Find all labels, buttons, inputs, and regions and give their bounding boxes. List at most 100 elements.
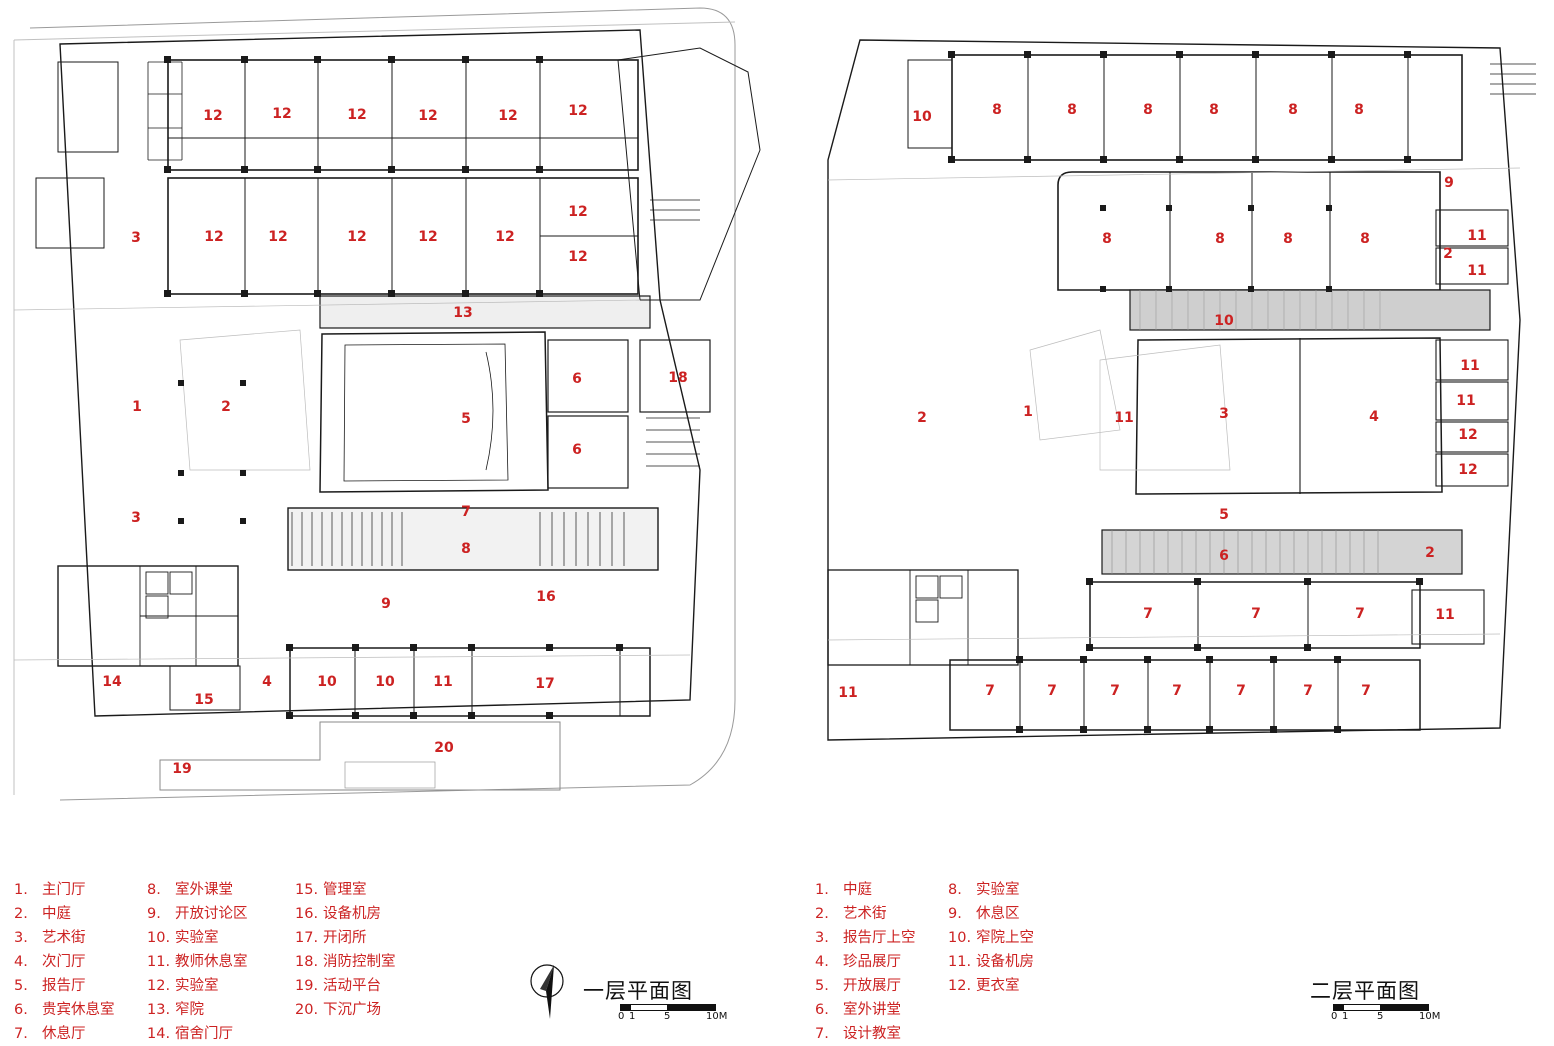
room-number: 8 [1360, 231, 1370, 247]
legend-item-number: 9. [147, 906, 161, 922]
legend-item-label: 设计教室 [843, 1026, 901, 1042]
room-number: 11 [1467, 228, 1487, 244]
legend-item: 12.更衣室 [948, 974, 1034, 998]
room-number: 8 [992, 102, 1002, 118]
legend-item: 16.设备机房 [295, 902, 396, 926]
legend-item: 2.中庭 [14, 902, 115, 926]
scale-tick-5: 5 [664, 1011, 671, 1022]
legend-item-number: 2. [815, 906, 829, 922]
legend-item-number: 6. [815, 1002, 829, 1018]
room-number: 2 [917, 410, 927, 426]
room-number: 7 [1355, 606, 1365, 622]
legend-item-number: 12. [147, 978, 171, 994]
scale-tick-10: 10M [706, 1011, 728, 1022]
legend-item-number: 1. [14, 882, 28, 898]
legend-item-label: 设备机房 [323, 906, 381, 922]
second-floor-linework [827, 39, 1536, 741]
legend-item-label: 休息区 [976, 906, 1020, 922]
legend-item-label: 艺术街 [843, 906, 887, 922]
scale-tick-1: 1 [1342, 1011, 1349, 1022]
room-number: 12 [568, 204, 588, 220]
scale-tick-10: 10M [1419, 1011, 1441, 1022]
legend-item-number: 18. [295, 954, 319, 970]
legend-item-label: 报告厅 [42, 978, 86, 994]
room-number: 1 [1023, 404, 1033, 420]
legend-item-label: 报告厅上空 [843, 930, 916, 946]
scale-tick-0: 0 [618, 1011, 625, 1022]
room-number: 16 [536, 589, 556, 605]
legend-item: 6.贵宾休息室 [14, 998, 115, 1022]
room-number: 10 [1214, 313, 1234, 329]
room-number: 11 [1467, 263, 1487, 279]
legend-item-number: 14. [147, 1026, 171, 1042]
legend-item-number: 15. [295, 882, 319, 898]
legend-item: 11.设备机房 [948, 950, 1034, 974]
room-number: 12 [568, 103, 588, 119]
legend-item-number: 4. [14, 954, 28, 970]
room-number: 8 [1143, 102, 1153, 118]
legend-item: 9. 开放讨论区 [147, 902, 248, 926]
room-number: 11 [838, 685, 858, 701]
room-number: 12 [204, 229, 224, 245]
room-number: 11 [1114, 410, 1134, 426]
legend-item-label: 开闭所 [323, 930, 367, 946]
legend-item-number: 6. [14, 1002, 28, 1018]
legend-item: 18.消防控制室 [295, 950, 396, 974]
legend-item-label: 次门厅 [42, 954, 86, 970]
legend-item-label: 消防控制室 [323, 954, 396, 970]
room-number: 6 [1219, 548, 1229, 564]
legend-item: 6.室外讲堂 [815, 998, 916, 1022]
legend-item-label: 实验室 [976, 882, 1020, 898]
room-number: 14 [102, 674, 122, 690]
scale-tick-0: 0 [1331, 1011, 1338, 1022]
room-number: 7 [1110, 683, 1120, 699]
legend-item: 8. 实验室 [948, 878, 1034, 902]
room-number: 8 [1283, 231, 1293, 247]
legend-item-number: 12. [948, 978, 972, 994]
room-number: 8 [1067, 102, 1077, 118]
legend-item: 8.室外课堂 [147, 878, 248, 902]
room-number: 12 [1458, 427, 1478, 443]
legend-item-number: 8. [948, 882, 962, 898]
room-number: 12 [418, 229, 438, 245]
legend-item-number: 10. [948, 930, 972, 946]
legend-item-label: 窄院 [175, 1002, 204, 1018]
room-number: 20 [434, 740, 454, 756]
legend-item: 10.实验室 [147, 926, 248, 950]
room-number: 12 [495, 229, 515, 245]
room-number: 1 [132, 399, 142, 415]
legend-item-label: 下沉广场 [323, 1002, 381, 1018]
room-number: 3 [1219, 406, 1229, 422]
room-number: 6 [572, 371, 582, 387]
legend-item-number: 20. [295, 1002, 319, 1018]
room-number: 6 [572, 442, 582, 458]
legend-item-number: 7. [815, 1026, 829, 1042]
second-floor-scale-bar: 0 1 5 10M [1331, 1004, 1449, 1024]
room-number: 11 [1460, 358, 1480, 374]
first-floor-scale-bar: 0 1 5 10M [618, 1004, 736, 1024]
legend-item-number: 3. [14, 930, 28, 946]
legend-item-number: 5. [815, 978, 829, 994]
room-number: 15 [194, 692, 214, 708]
room-number: 18 [668, 370, 688, 386]
legend-item: 9.休息区 [948, 902, 1034, 926]
room-number: 12 [272, 106, 292, 122]
legend-item-label: 室外课堂 [175, 882, 233, 898]
legend-item: 20.下沉广场 [295, 998, 396, 1022]
legend-item: 14.宿舍门厅 [147, 1022, 248, 1046]
legend-item: 3.报告厅上空 [815, 926, 916, 950]
legend-item-label: 开放讨论区 [175, 906, 248, 922]
north-arrow-icon [530, 964, 564, 1019]
room-number: 5 [1219, 507, 1229, 523]
legend-item: 17.开闭所 [295, 926, 396, 950]
legend-item: 7.休息厅 [14, 1022, 115, 1046]
legend-item-label: 管理室 [323, 882, 367, 898]
room-number: 7 [1236, 683, 1246, 699]
legend-item: 11.教师休息室 [147, 950, 248, 974]
legend-item-number: 2. [14, 906, 28, 922]
